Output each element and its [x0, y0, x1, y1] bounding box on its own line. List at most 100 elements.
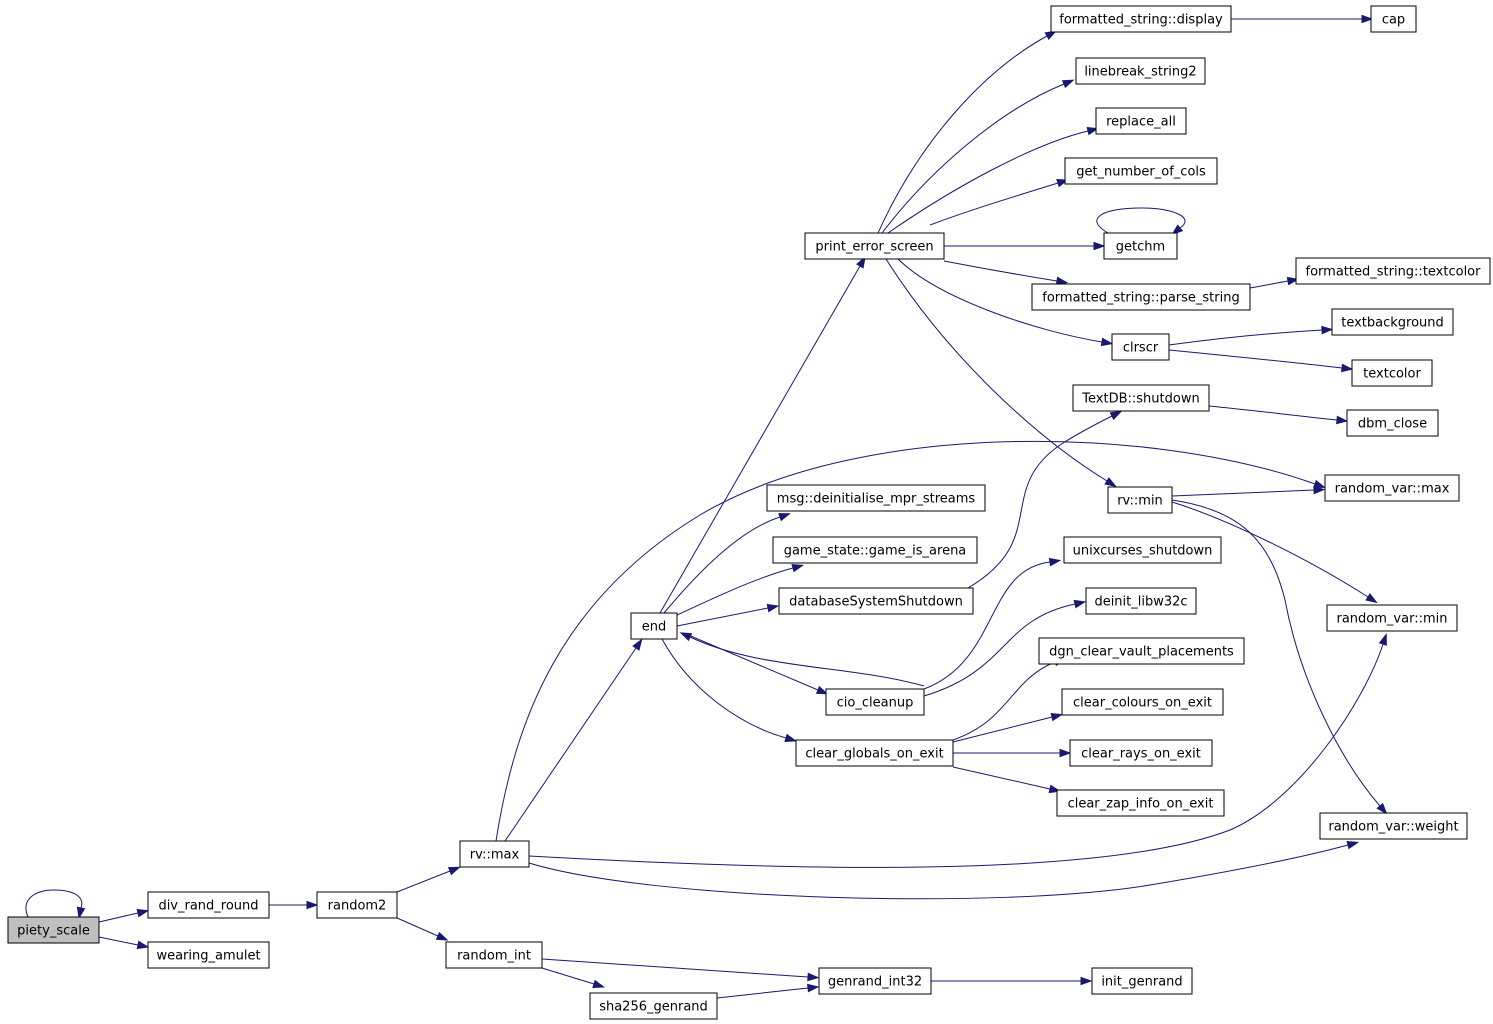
node-box [1064, 157, 1218, 185]
node-box [459, 840, 530, 868]
node-replace-all[interactable]: replace_all [1095, 107, 1187, 135]
node-sha256-genrand[interactable]: sha256_genrand [589, 992, 718, 1020]
node-box [1061, 688, 1224, 716]
node-textbackground[interactable]: textbackground [1331, 308, 1454, 336]
node-rv-max[interactable]: rv::max [459, 840, 530, 868]
arrowhead [791, 563, 805, 573]
edge-end-to-print_error_screen [659, 256, 866, 614]
node-random-var-max[interactable]: random_var::max [1324, 474, 1460, 502]
edge-print_error_screen-to-clrscr [897, 258, 1114, 347]
edge-rv_max-to-end [504, 638, 643, 842]
edge-line [1171, 489, 1315, 497]
node-random-var-min[interactable]: random_var::min [1326, 604, 1458, 632]
arrowhead [1286, 276, 1300, 286]
edge-line [25, 889, 83, 918]
edge-rv_min-to-random_var_min [1171, 501, 1378, 604]
node-label: getchm [1116, 240, 1165, 255]
node-get-number-of-cols[interactable]: get_number_of_cols [1064, 157, 1218, 185]
edge-print_error_screen-to-replace_all [887, 126, 1100, 234]
node-box [1085, 587, 1197, 615]
edge-rv_max-to-random_var_min [528, 633, 1387, 868]
node-wearing-amulet[interactable]: wearing_amulet [147, 941, 270, 969]
node-box [1370, 5, 1417, 33]
node-rv-min[interactable]: rv::min [1107, 486, 1173, 514]
node-clear-globals[interactable]: clear_globals_on_exit [795, 739, 954, 767]
node-piety-scale[interactable]: piety_scale [7, 916, 100, 944]
edge-textdb_shutdown-to-dbm_close [1208, 405, 1349, 425]
node-cap[interactable]: cap [1370, 5, 1417, 33]
edge-random_int-to-sha256_genrand [541, 967, 605, 988]
node-cio-cleanup[interactable]: cio_cleanup [825, 688, 925, 716]
edge-line [952, 766, 1051, 790]
edge-line [923, 603, 1076, 697]
arrowhead [136, 908, 150, 918]
node-getchm[interactable]: getchm [1103, 232, 1178, 260]
edge-line [929, 182, 1059, 226]
node-label: unixcurses_shutdown [1073, 544, 1213, 559]
node-div-rand-round[interactable]: div_rand_round [147, 891, 270, 919]
node-box [766, 484, 986, 512]
edge-line [528, 643, 1384, 868]
node-label: random_int [457, 949, 531, 964]
node-clear-colours[interactable]: clear_colours_on_exit [1061, 688, 1224, 716]
edge-line [967, 415, 1113, 589]
node-linebreak-string2[interactable]: linebreak_string2 [1075, 57, 1206, 85]
arrowhead [306, 900, 319, 910]
node-dgn-clear-vault[interactable]: dgn_clear_vault_placements [1038, 637, 1245, 665]
edge-rv_max-to-random_var_max [495, 440, 1326, 842]
node-random-var-weight[interactable]: random_var::weight [1319, 812, 1468, 840]
edge-line [1249, 280, 1289, 289]
node-label: cio_cleanup [837, 696, 914, 711]
edge-clear_globals-to-clear_rays [953, 748, 1072, 758]
node-msg-deinit[interactable]: msg::deinitialise_mpr_streams [766, 484, 986, 512]
node-dbm-close[interactable]: dbm_close [1346, 409, 1439, 437]
node-gs-is-arena[interactable]: game_state::game_is_arena [772, 536, 978, 564]
arrowhead [1061, 79, 1075, 89]
node-genrand-int32[interactable]: genrand_int32 [818, 967, 932, 995]
arrowhead [1093, 241, 1106, 251]
node-fs-parse-string[interactable]: formatted_string::parse_string [1031, 283, 1251, 311]
node-end[interactable]: end [630, 612, 678, 640]
edge-clear_globals-to-clear_zap_info [952, 766, 1062, 794]
arrowhead [1080, 976, 1093, 986]
node-init-genrand[interactable]: init_genrand [1091, 967, 1193, 995]
node-clear-rays[interactable]: clear_rays_on_exit [1069, 739, 1213, 767]
node-textcolor[interactable]: textcolor [1351, 359, 1433, 387]
node-fs-display[interactable]: formatted_string::display [1050, 5, 1232, 33]
edge-clrscr-to-textbackground [1168, 325, 1334, 346]
edge-piety_scale-to-div_rand_round [98, 908, 150, 923]
node-print-error-screen[interactable]: print_error_screen [804, 232, 945, 260]
node-box [1056, 789, 1225, 817]
node-clear-zap-info[interactable]: clear_zap_info_on_exit [1056, 789, 1225, 817]
arrowhead [1073, 599, 1087, 609]
node-label: sha256_genrand [599, 1000, 708, 1015]
node-textdb-shutdown[interactable]: TextDB::shutdown [1072, 384, 1210, 412]
edge-line [897, 258, 1103, 343]
node-random2[interactable]: random2 [316, 891, 398, 919]
node-db-shutdown[interactable]: databaseSystemShutdown [778, 587, 974, 615]
edge-cio_cleanup-to-unixcurses_shutdown [923, 557, 1062, 690]
edge-cio_cleanup-to-deinit_libw32c [923, 599, 1087, 697]
arrowhead [76, 906, 86, 920]
arrowhead [815, 685, 829, 695]
edge-line [676, 567, 794, 616]
edge-clear_globals-to-clear_colours [952, 712, 1064, 743]
node-label: clear_colours_on_exit [1073, 696, 1212, 711]
node-fs-textcolor[interactable]: formatted_string::textcolor [1295, 257, 1491, 285]
node-label: msg::deinitialise_mpr_streams [777, 492, 976, 507]
arrowhead [1100, 337, 1114, 347]
node-clrscr[interactable]: clrscr [1111, 333, 1170, 361]
node-box [818, 967, 932, 995]
node-unixcurses-shutdown[interactable]: unixcurses_shutdown [1063, 536, 1222, 564]
node-label: end [642, 620, 667, 635]
node-box [795, 739, 954, 767]
node-label: databaseSystemShutdown [789, 595, 963, 610]
node-box [1063, 536, 1222, 564]
edge-line [663, 516, 781, 614]
node-box [1346, 409, 1439, 437]
node-label: div_rand_round [158, 899, 258, 914]
node-deinit-libw32c[interactable]: deinit_libw32c [1085, 587, 1197, 615]
node-random-int[interactable]: random_int [445, 941, 543, 969]
arrowhead [1376, 802, 1388, 815]
